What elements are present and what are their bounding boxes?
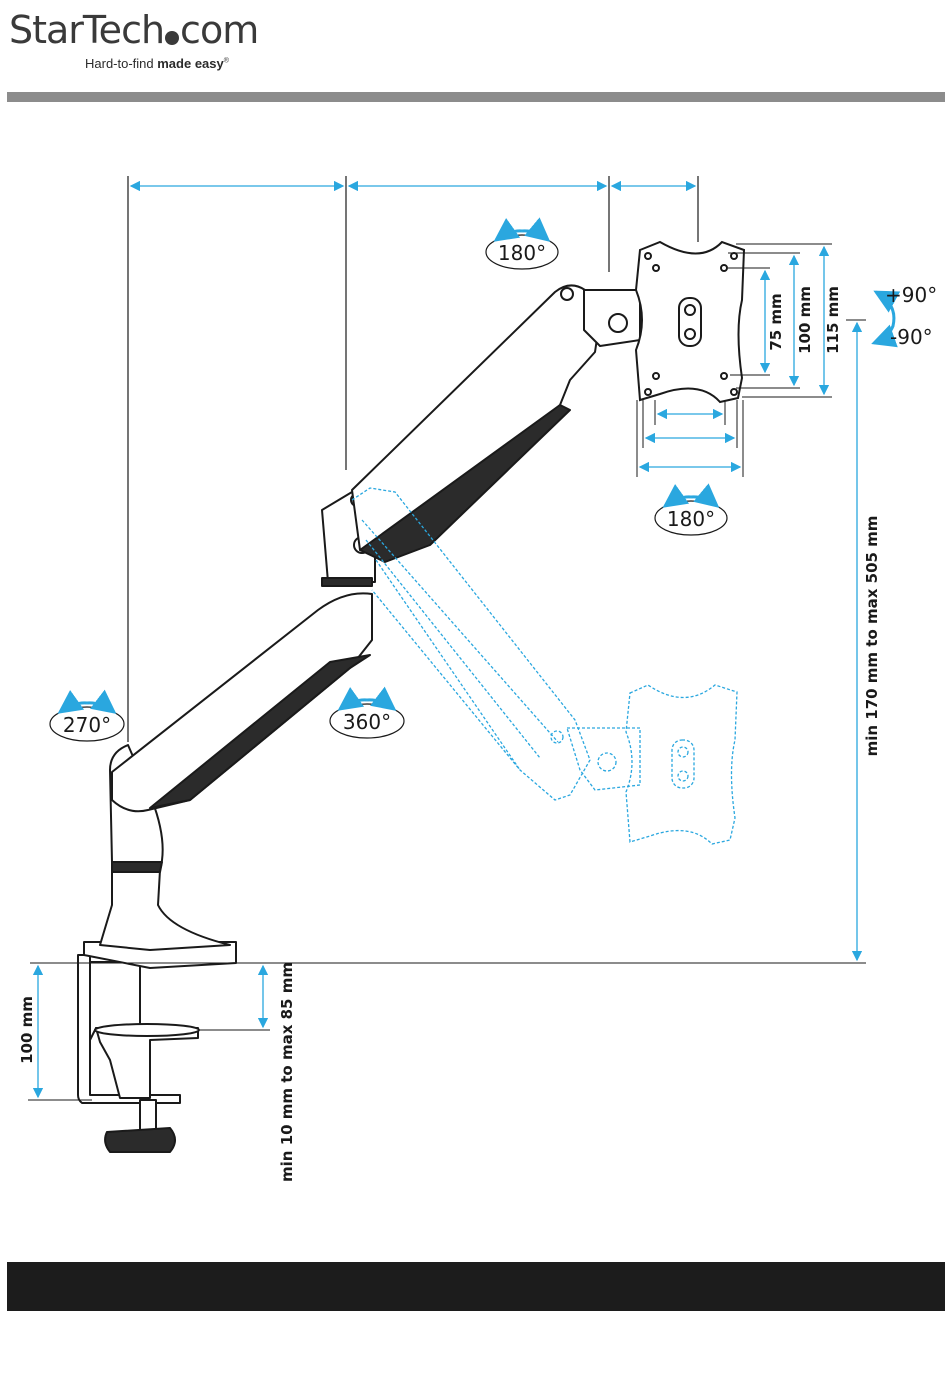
vesa-115-label: 115 mm	[824, 286, 842, 354]
rotation-badge-swivel-base: 270°	[50, 703, 124, 741]
vesa-100-label: 100 mm	[796, 286, 814, 354]
rotation-badge-swivel-mid: 360°	[330, 700, 404, 738]
vesa-plate-upright	[636, 242, 744, 402]
rotation-label-plus-90: +90°	[885, 283, 937, 307]
rotation-plus-minus-90: +90° -90°	[874, 283, 937, 349]
height-range-label: min 170 mm to max 505 mm	[863, 516, 881, 757]
rotation-label-swivel-mid: 360°	[343, 710, 391, 734]
rotation-label-swivel-base: 270°	[63, 713, 111, 737]
desk-thickness-label: min 10 mm to max 85 mm	[278, 962, 296, 1182]
rotation-label-mount-tilt: 180°	[667, 507, 715, 531]
rotation-badge-mount-tilt: 180°	[655, 497, 727, 535]
rotation-badge-arm-top: 180°	[486, 231, 558, 269]
clamp-height-label: 100 mm	[18, 996, 36, 1064]
rotation-label-arm-top: 180°	[498, 241, 546, 265]
vesa-75-label: 75 mm	[767, 293, 785, 350]
footer-band	[7, 1262, 945, 1311]
rotation-label-minus-90: -90°	[890, 325, 933, 349]
